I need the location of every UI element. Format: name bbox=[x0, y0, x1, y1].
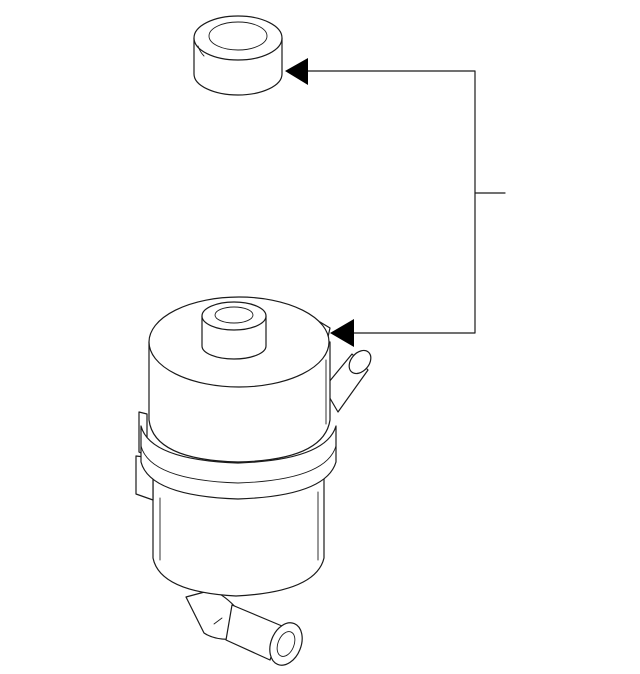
filler-neck bbox=[201, 301, 267, 360]
power-steering-reservoir bbox=[135, 296, 372, 666]
arrow-to-reservoir-icon bbox=[330, 319, 354, 347]
mount-band bbox=[140, 425, 337, 500]
outlet-elbow bbox=[185, 589, 303, 666]
reservoir-cap bbox=[193, 15, 283, 96]
inlet-pipe bbox=[323, 349, 372, 413]
reservoir-icon bbox=[135, 296, 372, 666]
leader-bracket-line bbox=[302, 70, 476, 334]
callout-leader bbox=[285, 58, 506, 347]
cap-icon bbox=[193, 15, 283, 96]
lower-body bbox=[152, 469, 325, 597]
arrow-to-cap-icon bbox=[285, 58, 308, 85]
